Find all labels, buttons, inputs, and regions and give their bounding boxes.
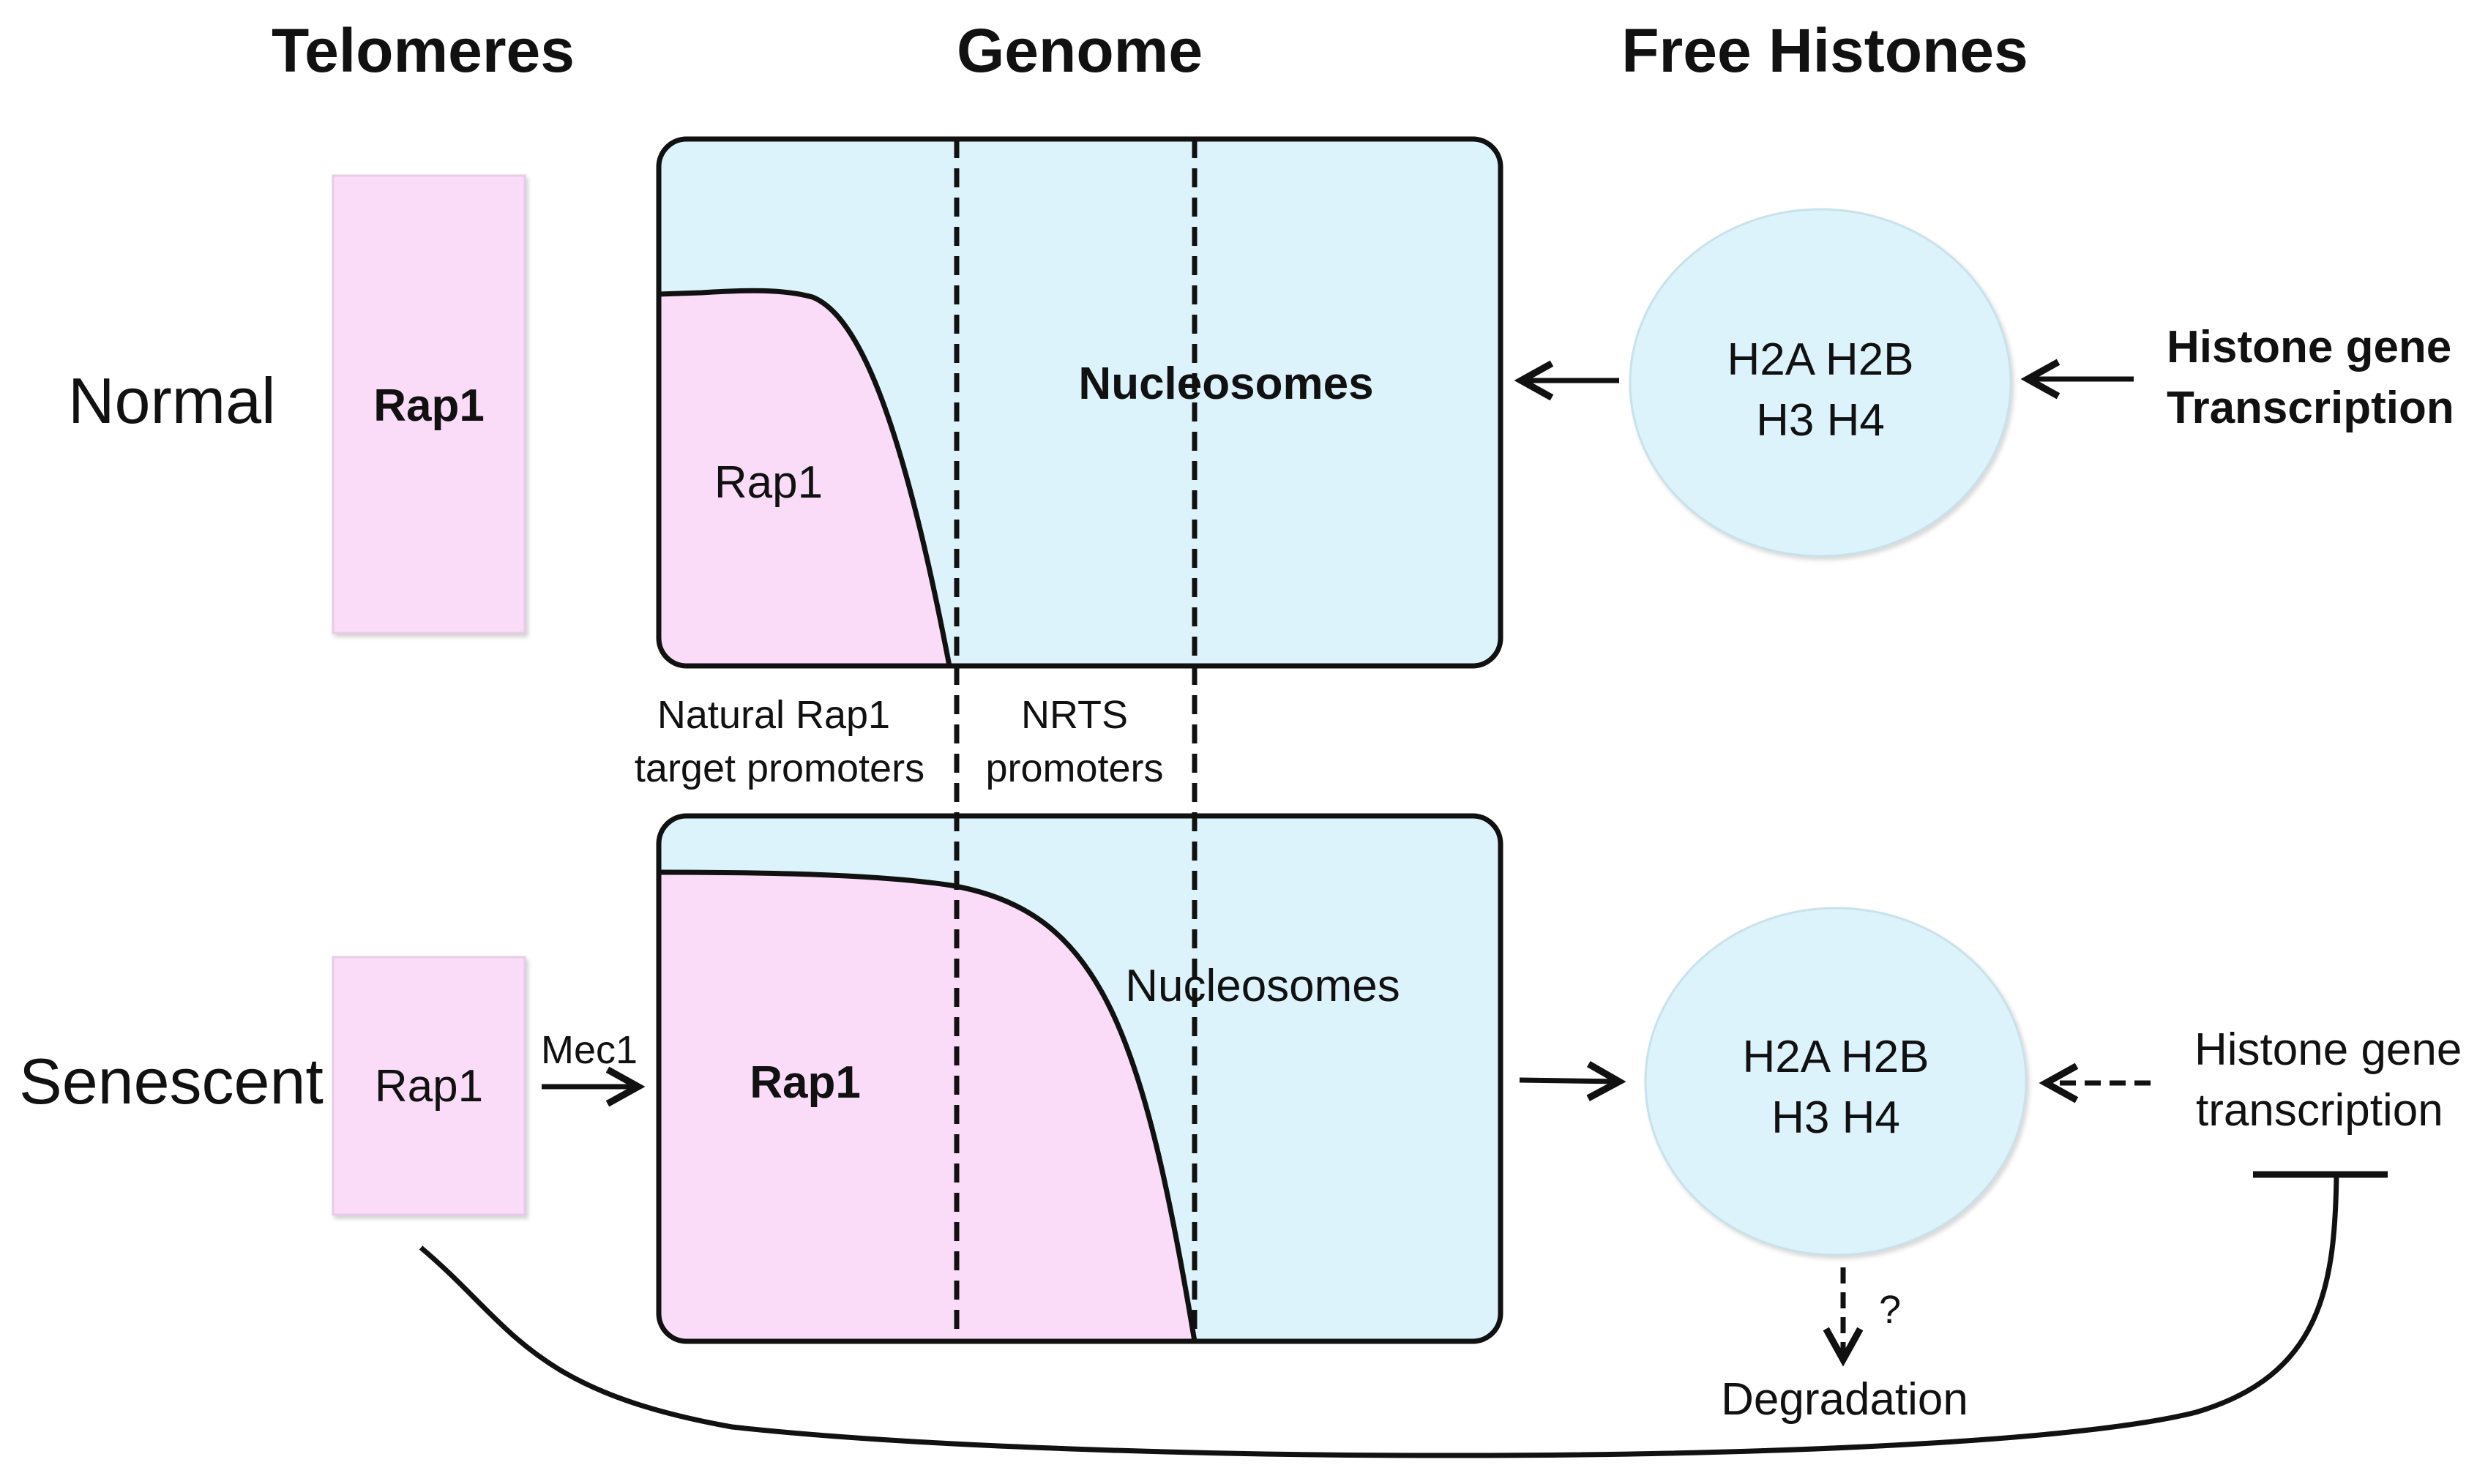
arrow-genome-to-histones-senescent [1519, 1080, 1619, 1082]
transcription-senescent-line1: Histone gene [2194, 1024, 2462, 1075]
header-telomeres: Telomeres [272, 16, 575, 85]
histones-normal-line1: H2A H2B [1727, 334, 1913, 385]
genome-nucleosomes-label-normal: Nucleosomes [1078, 359, 1373, 409]
rap1-boundary-curve-normal [659, 288, 952, 666]
genome-rap1-label-normal: Rap1 [714, 457, 823, 508]
region-label-nrts-line2: promoters [985, 746, 1163, 790]
transcription-normal-line1: Histone gene [2167, 322, 2451, 372]
histones-senescent-line1: H2A H2B [1742, 1032, 1929, 1082]
genome-rap1-label-senescent: Rap1 [750, 1057, 861, 1108]
mec1-label: Mec1 [541, 1028, 638, 1072]
inhibition-curve-telomere-to-transcription [419, 1174, 2339, 1458]
telomere-box-normal: Rap1 [332, 174, 526, 634]
transcription-normal-line2: Transcription [2167, 383, 2454, 433]
row-label-normal: Normal [68, 364, 276, 437]
histone-pool-normal: H2A H2B H3 H4 [1629, 208, 2012, 558]
header-free-histones: Free Histones [1621, 16, 2028, 85]
degradation-question-mark: ? [1879, 1288, 1901, 1332]
histones-senescent-line2: H3 H4 [1771, 1093, 1900, 1143]
region-label-nrts-line1: NRTS [1021, 693, 1128, 737]
rap1-occupancy-area-normal [659, 291, 949, 666]
rap1-boundary-curve-senescent [659, 869, 1198, 1341]
transcription-senescent-line2: transcription [2196, 1085, 2443, 1136]
header-genome: Genome [957, 16, 1203, 85]
genome-nucleosomes-label-senescent: Nucleosomes [1125, 961, 1400, 1011]
rap1-occupancy-area-senescent [659, 872, 1195, 1341]
degradation-label: Degradation [1721, 1374, 1968, 1425]
histone-pool-senescent: H2A H2B H3 H4 [1644, 907, 2028, 1256]
telomere-rap1-label-normal: Rap1 [373, 381, 485, 431]
region-label-natural-line2: target promoters [635, 746, 924, 790]
row-label-senescent: Senescent [19, 1045, 324, 1117]
telomere-rap1-label-senescent: Rap1 [375, 1061, 483, 1112]
histones-normal-line2: H3 H4 [1756, 395, 1885, 446]
genome-box-normal: Rap1 Nucleosomes [656, 136, 1503, 669]
region-label-natural-line1: Natural Rap1 [657, 693, 890, 737]
genome-box-senescent: Rap1 Nucleosomes [656, 813, 1503, 1344]
telomere-box-senescent: Rap1 [332, 956, 526, 1216]
